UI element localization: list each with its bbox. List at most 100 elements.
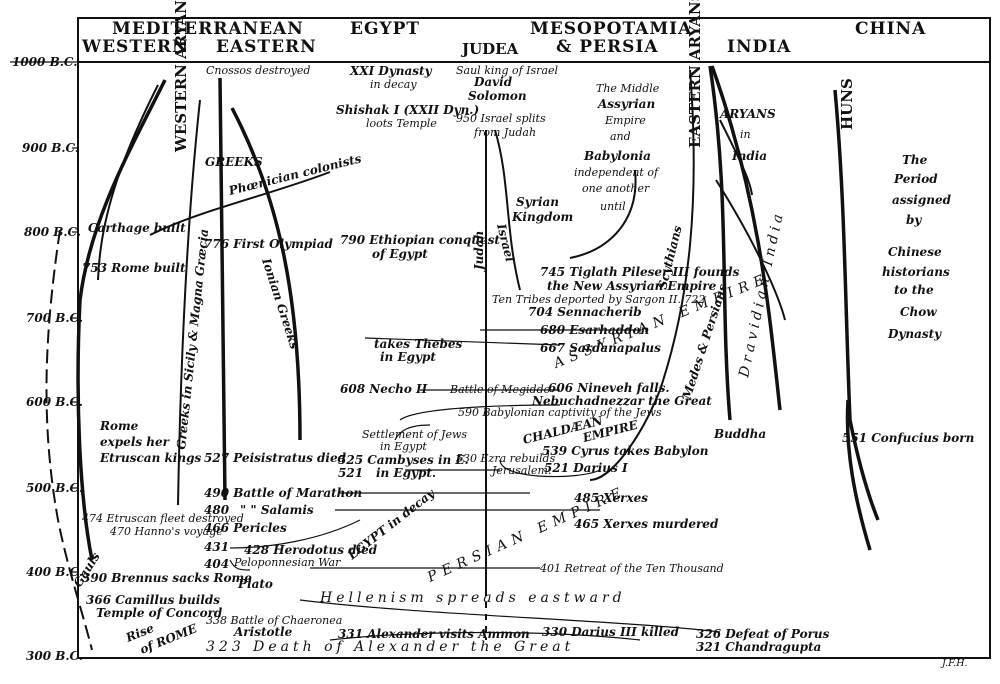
event-label: 466 Pericles <box>204 521 287 535</box>
event-label: in Egypt <box>380 350 436 364</box>
event-label: Kingdom <box>511 210 573 224</box>
year-label: 900 B.C. <box>22 141 79 155</box>
event-label: 704 Sennacherib <box>528 305 642 319</box>
event-label: 680 Esarhaddon <box>540 323 649 337</box>
eastern-aryans-label: EASTERN ARYANS <box>686 0 704 148</box>
event-label: Syrian <box>516 195 559 209</box>
event-label: 790 Ethiopian conquest <box>340 233 500 247</box>
event-label: Buddha <box>713 427 766 441</box>
event-label: Rome <box>99 419 139 433</box>
event-label: 465 Xerxes murdered <box>574 517 719 531</box>
flow-lines <box>45 65 880 651</box>
event-label: and <box>610 130 631 143</box>
event-label: until <box>600 200 626 213</box>
huns-label: HUNS <box>838 78 856 130</box>
event-label: expels her <box>100 435 171 449</box>
event-label: independent of <box>574 166 660 179</box>
event-label: Chinese <box>888 245 942 259</box>
event-label: Plato <box>237 577 273 591</box>
event-label: Chow <box>900 305 937 319</box>
event-label: one another <box>582 182 650 195</box>
event-label: in Egypt. <box>376 466 436 480</box>
ionian-greeks-label: Ionian Greeks <box>259 256 302 351</box>
event-label: 485 Xerxes <box>574 491 648 505</box>
year-label: 1000 B.C. <box>12 55 77 69</box>
event-label: from Judah <box>473 126 536 139</box>
signature: J.F.H. <box>940 658 968 669</box>
event-label: 608 Necho II <box>340 382 428 396</box>
header-judea: JUDEA <box>460 40 519 58</box>
event-label: 331 Alexander visits Ammon <box>338 627 530 641</box>
event-label: Babylonia <box>583 149 651 163</box>
event-label: 401 Retreat of the Ten Thousand <box>539 562 724 575</box>
event-label: Hellenism spreads eastward <box>319 590 626 606</box>
event-label: 950 Israel splits <box>456 112 546 125</box>
event-label: 490 Battle of Marathon <box>204 486 362 500</box>
event-label: 551 Confucius born <box>842 431 974 445</box>
year-axis: 1000 B.C. 900 B.C. 800 B.C. 700 B.C. 600… <box>12 55 83 663</box>
event-label: in decay <box>370 78 417 91</box>
event-label: Dynasty <box>887 327 942 341</box>
event-label: Carthage built <box>88 221 186 235</box>
event-label: Temple of Concord <box>96 606 223 620</box>
event-label: 321 Chandragupta <box>696 640 821 654</box>
header-india: INDIA <box>727 37 791 57</box>
event-label: 590 Babylonian captivity of the Jews <box>458 406 662 419</box>
event-label: to the <box>894 283 934 297</box>
event-label: by <box>906 213 922 227</box>
event-label: 366 Camillus builds <box>86 593 220 607</box>
header-persia: & PERSIA <box>556 37 659 57</box>
event-label: 527 Peisistratus died <box>204 451 347 465</box>
event-label: David <box>473 75 513 89</box>
year-label: 700 B.C. <box>26 311 83 325</box>
event-label: 521 Darius I <box>544 461 628 475</box>
event-label: Saul king of Israel <box>456 64 559 77</box>
event-label: 431 <box>204 540 229 554</box>
event-label: 326 Defeat of Porus <box>696 627 830 641</box>
header-eastern: EASTERN <box>216 37 317 57</box>
event-label: 539 Cyrus takes Babylon <box>542 444 709 458</box>
event-label: in Egypt <box>380 440 427 453</box>
event-label: Ten Tribes deported by Sargon II. 722 <box>492 293 705 306</box>
event-label: 428 Herodotus died <box>244 543 378 557</box>
header-western: WESTERN <box>81 37 189 57</box>
event-label: 525 Cambyses in E. <box>338 453 469 467</box>
event-label: Assyrian <box>597 97 655 111</box>
event-label: 474 Etruscan fleet destroyed <box>81 512 244 525</box>
event-label: Nebuchadnezzar the Great <box>531 394 712 408</box>
event-label: 530 Ezra rebuilds <box>456 452 556 465</box>
event-label: Settlement of Jews <box>362 428 467 441</box>
event-label: the New Assyrian Empire <box>547 279 717 293</box>
event-label: of Egypt <box>372 247 428 261</box>
year-label: 500 B.C. <box>26 481 83 495</box>
event-label: ARYANS <box>719 107 776 121</box>
event-label: historians <box>882 265 950 279</box>
event-label: " " Salamis <box>240 503 314 517</box>
judah-label: Judah <box>472 231 486 272</box>
header-egypt: EGYPT <box>350 19 420 39</box>
event-label: 404 <box>204 557 229 571</box>
year-label: 800 B.C. <box>24 225 81 239</box>
event-label: 480 <box>204 503 230 517</box>
greeks-label: GREEKS <box>205 155 263 169</box>
event-label: India <box>731 149 767 163</box>
event-label: Solomon <box>468 89 527 103</box>
event-label: assigned <box>892 193 952 207</box>
event-label: in <box>740 128 751 141</box>
event-label: Jerusalem. <box>490 464 551 477</box>
event-label: Empire <box>604 114 646 127</box>
year-label: 300 B.C. <box>26 649 83 663</box>
event-label: 330 Darius III killed <box>542 625 680 639</box>
event-label: The <box>902 153 928 167</box>
header-mediterranean: MEDITERRANEAN <box>112 19 304 39</box>
event-label: 745 Tiglath Pileser III founds <box>540 265 740 279</box>
event-label: Peloponnesian War <box>233 556 341 569</box>
header-china: CHINA <box>855 19 926 39</box>
event-label: The Middle <box>596 82 660 95</box>
event-label: XXI Dynasty <box>349 64 433 78</box>
event-label: 323 Death of Alexander the Great <box>206 639 574 655</box>
event-label: Aristotle <box>233 625 293 639</box>
event-label: Battle of Megiddo <box>449 383 551 396</box>
header-mesopotamia: MESOPOTAMIA <box>530 19 692 39</box>
